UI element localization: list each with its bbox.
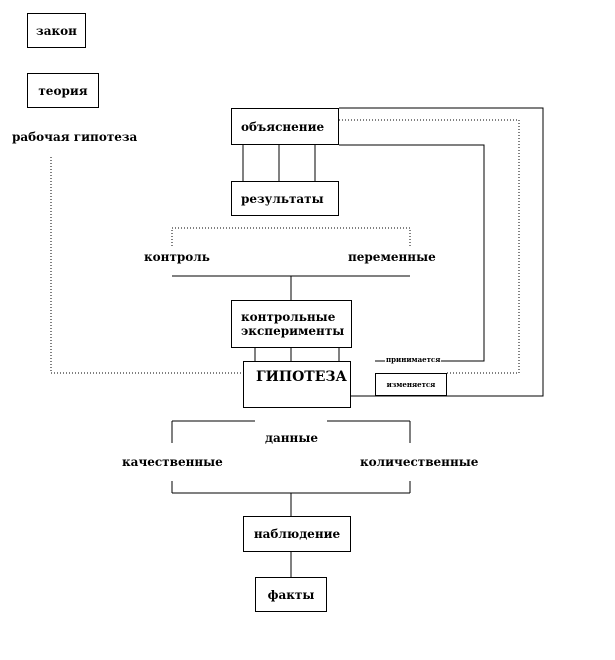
node-izmenyaetsya-label: изменяется <box>386 380 436 389</box>
node-rezultaty-label: результаты <box>241 191 324 206</box>
label-rabochaya-gipoteza: рабочая гипотеза <box>12 130 138 144</box>
node-teoriya: теория <box>27 73 99 108</box>
node-kontrolnye-label-2: эксперименты <box>241 324 345 338</box>
dotted-bracket <box>171 227 411 246</box>
node-gipoteza: ГИПОТЕЗА <box>243 361 351 408</box>
node-nablyudenie-label: наблюдение <box>253 527 341 541</box>
node-nablyudenie: наблюдение <box>243 516 351 552</box>
node-rezultaty: результаты <box>231 181 339 216</box>
label-kachestvennye: качественные <box>122 455 223 469</box>
label-kolichestvennye: количественные <box>360 455 479 469</box>
node-fakty: факты <box>255 577 327 612</box>
node-zakon-label: закон <box>36 23 77 38</box>
node-gipoteza-label: ГИПОТЕЗА <box>256 369 347 385</box>
node-kontrolnye-eksperimenty: контрольные эксперименты <box>231 300 352 348</box>
node-obyasnenie-label: объяснение <box>241 119 325 134</box>
node-zakon: закон <box>27 13 86 48</box>
loop-line-izmenyaetsya <box>339 119 520 374</box>
node-teoriya-label: теория <box>38 83 88 98</box>
node-obyasnenie: объяснение <box>231 108 339 145</box>
node-fakty-label: факты <box>267 587 315 602</box>
label-prinimaetsya: принимается <box>385 355 442 364</box>
node-izmenyaetsya: изменяется <box>375 373 447 396</box>
label-dannye: данные <box>265 431 319 445</box>
label-peremennye: переменные <box>348 250 436 264</box>
node-kontrolnye-label-1: контрольные <box>241 310 336 324</box>
loop-line-rabochaya-gipoteza <box>50 157 243 374</box>
label-kontrol: контроль <box>144 250 210 264</box>
loop-line-outer <box>339 107 544 397</box>
